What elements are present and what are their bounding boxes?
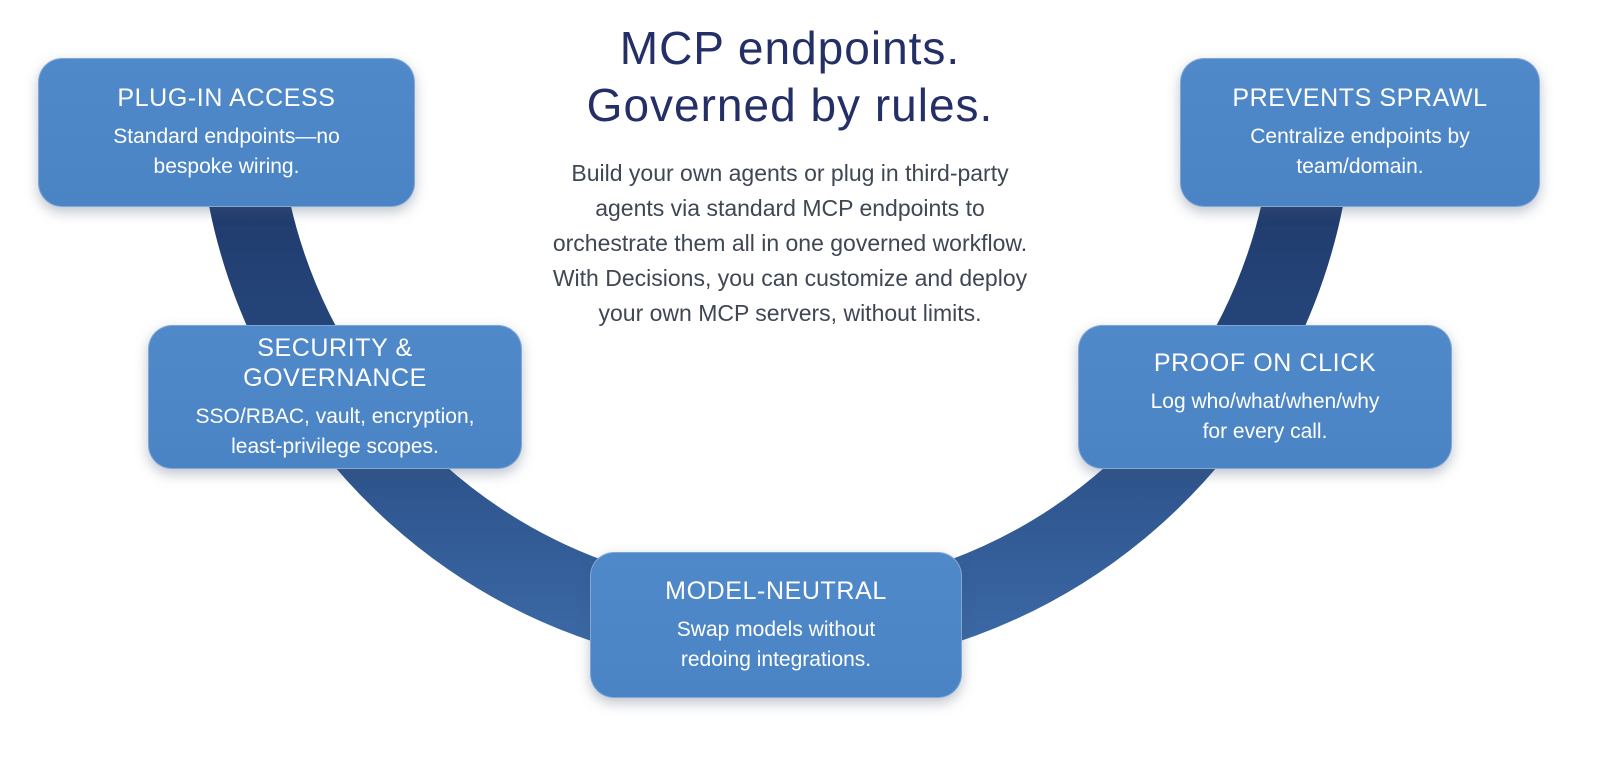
card-body-line: team/domain.	[1296, 155, 1424, 178]
card-body-line: Standard endpoints—no	[113, 125, 340, 148]
card-title: SECURITY & GOVERNANCE	[243, 333, 427, 392]
card-title: PLUG-IN ACCESS	[117, 84, 336, 112]
card-title: PREVENTS SPRAWL	[1232, 84, 1488, 112]
intro-line: orchestrate them all in one governed wor…	[552, 230, 1028, 256]
title-block: MCP endpoints. Governed by rules.	[490, 20, 1090, 134]
card-body: Log who/what/when/why for every call.	[1151, 387, 1380, 447]
card-body: Swap models without redoing integrations…	[677, 615, 875, 675]
card-body: Standard endpoints—no bespoke wiring.	[113, 122, 340, 182]
card-body-line: Log who/what/when/why	[1150, 389, 1380, 413]
card-body: Centralize endpoints by team/domain.	[1250, 122, 1469, 182]
card-proof-on-click: PROOF ON CLICK Log who/what/when/why for…	[1078, 325, 1452, 469]
intro-paragraph: Build your own agents or plug in third-p…	[480, 156, 1100, 331]
card-plug-in-access: PLUG-IN ACCESS Standard endpoints—no bes…	[38, 58, 415, 207]
intro-line: Build your own agents or plug in third-p…	[571, 160, 1009, 186]
intro-line: agents via standard MCP endpoints to	[595, 195, 985, 221]
card-body-line: Centralize endpoints by	[1250, 125, 1470, 148]
card-body-line: Swap models without	[676, 617, 876, 641]
card-body-line: bespoke wiring.	[153, 155, 300, 178]
card-security-governance: SECURITY & GOVERNANCE SSO/RBAC, vault, e…	[148, 325, 522, 469]
card-prevents-sprawl: PREVENTS SPRAWL Centralize endpoints by …	[1180, 58, 1540, 207]
card-title: PROOF ON CLICK	[1153, 348, 1377, 377]
intro-line: your own MCP servers, without limits.	[598, 300, 982, 326]
card-body-line: least-privilege scopes.	[231, 434, 439, 458]
card-body: SSO/RBAC, vault, encryption, least-privi…	[196, 402, 475, 462]
page-title-line-2: Governed by rules.	[586, 79, 994, 131]
card-model-neutral: MODEL-NEUTRAL Swap models without redoin…	[590, 552, 962, 698]
page-title: MCP endpoints. Governed by rules.	[490, 20, 1090, 134]
page-title-line-1: MCP endpoints.	[619, 22, 961, 74]
card-title: MODEL-NEUTRAL	[665, 576, 887, 605]
card-body-line: redoing integrations.	[680, 647, 872, 671]
card-body-line: for every call.	[1202, 419, 1328, 443]
intro-line: With Decisions, you can customize and de…	[552, 265, 1028, 291]
card-body-line: SSO/RBAC, vault, encryption,	[195, 404, 475, 428]
